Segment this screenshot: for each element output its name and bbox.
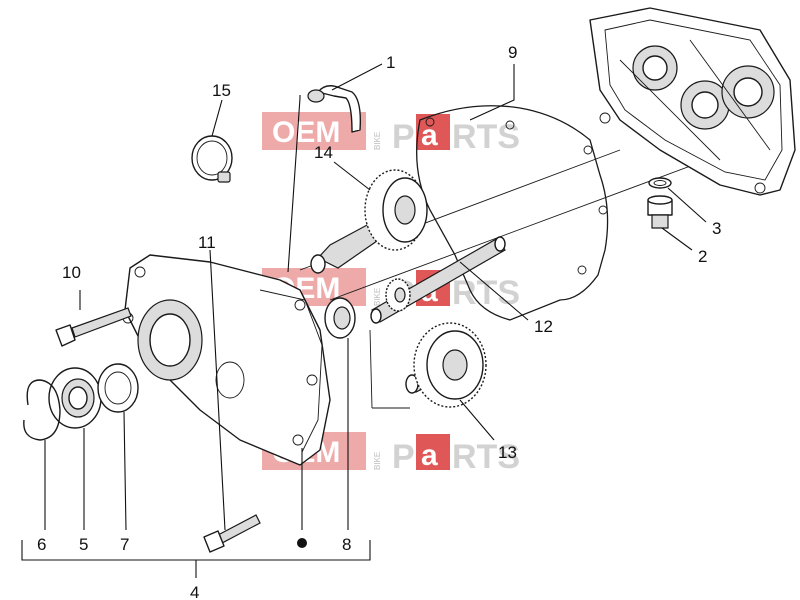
callout-labels: 1 2 3 4 5 6 7 8 9 10 11 12 13 14 15 (37, 43, 721, 600)
watermark-bike: BIKE (373, 288, 382, 306)
leader-9 (469, 64, 515, 121)
callout-14: 14 (314, 143, 333, 162)
intermediate-gear-shaft (310, 169, 428, 274)
leader-13 (459, 399, 495, 441)
callout-9: 9 (508, 43, 517, 62)
callout-4: 4 (190, 583, 199, 600)
watermark-box (262, 112, 366, 150)
leader-lines (21, 63, 707, 578)
leader-2 (661, 227, 693, 251)
callout-10: 10 (62, 263, 81, 282)
oil-seal (97, 363, 139, 413)
leader-7 (123, 411, 127, 531)
callout-1: 1 (386, 53, 395, 72)
watermark-a: a (421, 439, 438, 472)
watermark-rts: RTS (452, 274, 520, 312)
leader-15 (211, 99, 223, 137)
leader-3 (667, 187, 707, 223)
callout-13: 13 (498, 443, 517, 462)
gearbox-housing (589, 7, 796, 196)
main-bearing (48, 367, 102, 429)
driven-gear (405, 322, 487, 408)
shaft-bearing (324, 297, 356, 339)
watermark-rts: RTS (452, 438, 520, 476)
callout-6: 6 (37, 535, 46, 554)
breather-pipe (307, 85, 362, 133)
watermark-a: a (421, 119, 438, 152)
leader-14 (333, 161, 371, 191)
callout-2: 2 (698, 247, 707, 266)
gasket-holes (425, 117, 608, 275)
callout-12: 12 (534, 317, 553, 336)
cover-bolt-lower (203, 514, 261, 553)
callout-8: 8 (342, 535, 351, 554)
watermark-p: P (392, 118, 415, 156)
watermark-bike: BIKE (373, 132, 382, 150)
cover-bolt-upper (55, 307, 132, 347)
gasket (416, 105, 609, 321)
callout-7: 7 (120, 535, 129, 554)
leader-1 (331, 63, 383, 91)
sealing-washer (648, 177, 672, 189)
watermark-p: P (392, 438, 415, 476)
callout-5: 5 (79, 535, 88, 554)
leader-12 (459, 261, 529, 321)
drain-plug (647, 195, 673, 229)
output-shaft (370, 236, 506, 324)
watermark-oem: OEM (272, 116, 340, 149)
watermark-top: OEM BIKE P a RTS (262, 112, 520, 156)
kit-bracket (21, 540, 371, 561)
bullet-marker (297, 538, 307, 548)
callout-11: 11 (198, 233, 216, 252)
leader-1-pipe (287, 95, 301, 273)
watermark-bike: BIKE (373, 452, 382, 470)
callout-3: 3 (712, 219, 721, 238)
hose-clamp (191, 135, 233, 183)
watermark-a-box (416, 434, 450, 470)
callout-15: 15 (212, 81, 231, 100)
circlip (23, 379, 61, 441)
pinion-gear (385, 278, 411, 312)
leader-11 (209, 249, 226, 531)
transmission-cover (122, 254, 331, 466)
watermark-rts: RTS (452, 118, 520, 156)
